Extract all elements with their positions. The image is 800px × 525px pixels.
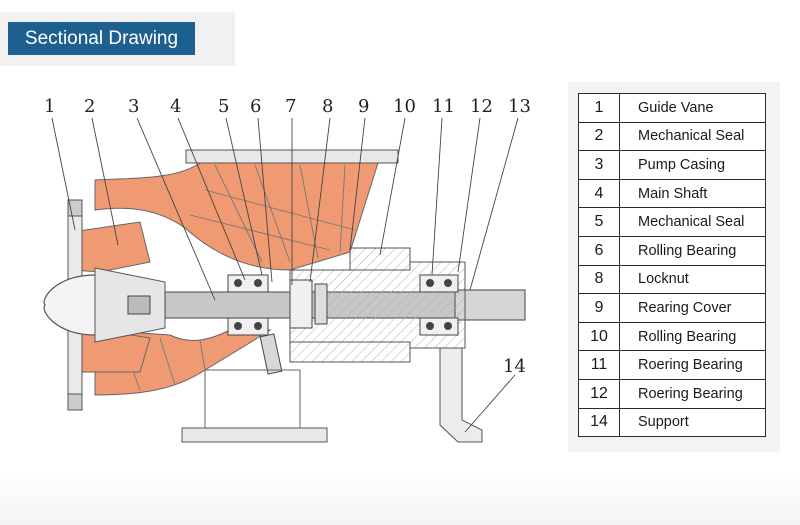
legend-num: 4	[578, 178, 620, 209]
rolling-bearing-right	[419, 274, 459, 336]
legend-name: Rolling Bearing	[619, 321, 766, 352]
legend-name: Pump Casing	[619, 150, 766, 180]
legend-name: Mechanical Seal	[619, 207, 766, 237]
legend-num: 1	[578, 93, 620, 123]
elbow-ribs	[189, 164, 356, 263]
locknut	[314, 283, 328, 325]
legend-num: 11	[578, 350, 620, 380]
legend-name: Guide Vane	[619, 93, 766, 123]
legend-name: Roering Bearing	[619, 378, 766, 409]
support	[439, 347, 483, 443]
legend-num: 10	[578, 321, 620, 352]
legend-name: Roering Bearing	[619, 350, 766, 380]
callout-8: 8	[322, 96, 333, 117]
legend-name: Rearing Cover	[619, 293, 766, 323]
section-title: Sectional Drawing	[8, 22, 195, 55]
legend-num: 9	[578, 293, 620, 323]
leader-lines	[51, 117, 519, 433]
pump-casing-elbow	[94, 162, 379, 271]
callout-5: 5	[218, 96, 229, 117]
mechanical-seal	[289, 279, 313, 329]
callout-2: 2	[84, 96, 95, 117]
callout-12: 12	[470, 96, 493, 117]
bottom-pipe	[204, 369, 301, 431]
shaft-end	[454, 289, 526, 321]
legend-name: Locknut	[619, 264, 766, 295]
legend-num: 3	[578, 150, 620, 180]
bearing-housing-top	[349, 247, 411, 271]
callout-3: 3	[128, 96, 139, 117]
legend-name: Main Shaft	[619, 178, 766, 209]
legend-num: 6	[578, 235, 620, 266]
callout-14: 14	[503, 356, 526, 377]
sectional-drawing: 1 2 3 4 5 6 7 8 9 10 11 12 13 14	[43, 96, 531, 443]
bottom-fade	[0, 470, 800, 525]
callout-4: 4	[170, 96, 181, 117]
drain-plug	[259, 333, 283, 375]
legend-num: 2	[578, 121, 620, 152]
callout-11: 11	[432, 96, 455, 117]
legend-num: 14	[578, 407, 620, 438]
callout-10: 10	[393, 96, 416, 117]
legend-name: Rolling Bearing	[619, 235, 766, 266]
left-flange-bolt-bottom	[67, 393, 83, 411]
callout-13: 13	[508, 96, 531, 117]
callout-1: 1	[44, 96, 55, 117]
legend-num: 5	[578, 207, 620, 237]
rolling-bearing-left	[227, 274, 269, 336]
impeller-nut	[127, 295, 151, 315]
legend-name: Mechanical Seal	[619, 121, 766, 152]
legend-name: Support	[619, 407, 766, 438]
guide-vane	[71, 221, 151, 273]
callout-9: 9	[358, 96, 369, 117]
nose-cone	[43, 274, 96, 336]
bearing-housing-bottom	[289, 341, 411, 363]
legend-num: 12	[578, 378, 620, 409]
callout-6: 6	[250, 96, 261, 117]
legend-num: 8	[578, 264, 620, 295]
bottom-flange	[181, 427, 328, 443]
callout-7: 7	[285, 96, 296, 117]
